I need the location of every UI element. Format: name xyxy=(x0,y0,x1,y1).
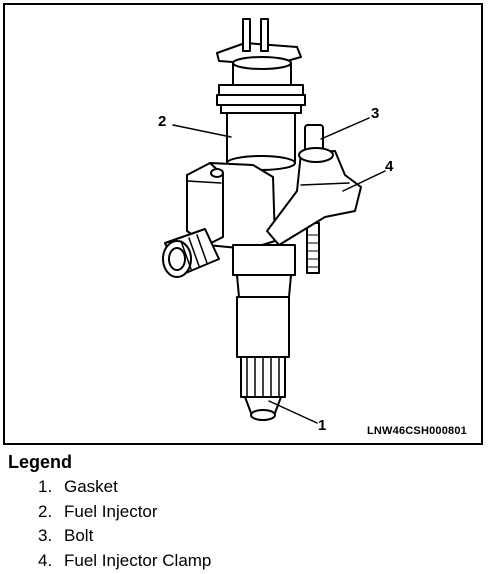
injector-upper-body xyxy=(216,84,306,171)
legend-label: Fuel Injector Clamp xyxy=(64,550,212,570)
legend-label: Bolt xyxy=(64,526,94,545)
legend-item: 4. Fuel Injector Clamp xyxy=(38,549,211,574)
legend-item: 3. Bolt xyxy=(38,524,211,549)
injector-lower-body xyxy=(232,244,296,421)
legend-number: 1. xyxy=(38,477,53,496)
legend-label: Fuel Injector xyxy=(64,501,158,521)
legend-number: 3. xyxy=(38,526,53,545)
inlet-fitting-drawing xyxy=(162,228,220,278)
diagram-frame: 2 3 4 1 LNW46CSH000801 xyxy=(3,3,483,445)
callout-1: 1 xyxy=(318,417,327,434)
legend-label: Gasket xyxy=(64,477,118,496)
callout-2: 2 xyxy=(158,113,167,130)
legend-title: Legend xyxy=(8,452,73,472)
callout-3: 3 xyxy=(371,105,380,122)
callout-4: 4 xyxy=(385,158,394,175)
legend-list: 1. Gasket 2. Fuel Injector 3. Bolt 4. Fuel I… xyxy=(38,475,211,573)
figure-code: LNW46CSH000801 xyxy=(366,425,467,437)
top-fitting-drawing xyxy=(216,18,302,86)
legend-item: 2. Fuel Injector xyxy=(38,500,211,525)
legend-number: 4. xyxy=(38,550,53,570)
legend-item: 1. Gasket xyxy=(38,475,211,500)
fuel-injector-illustration xyxy=(162,18,386,424)
legend-number: 2. xyxy=(38,501,53,521)
leader-lines xyxy=(172,117,386,424)
clamp-drawing xyxy=(266,147,362,246)
